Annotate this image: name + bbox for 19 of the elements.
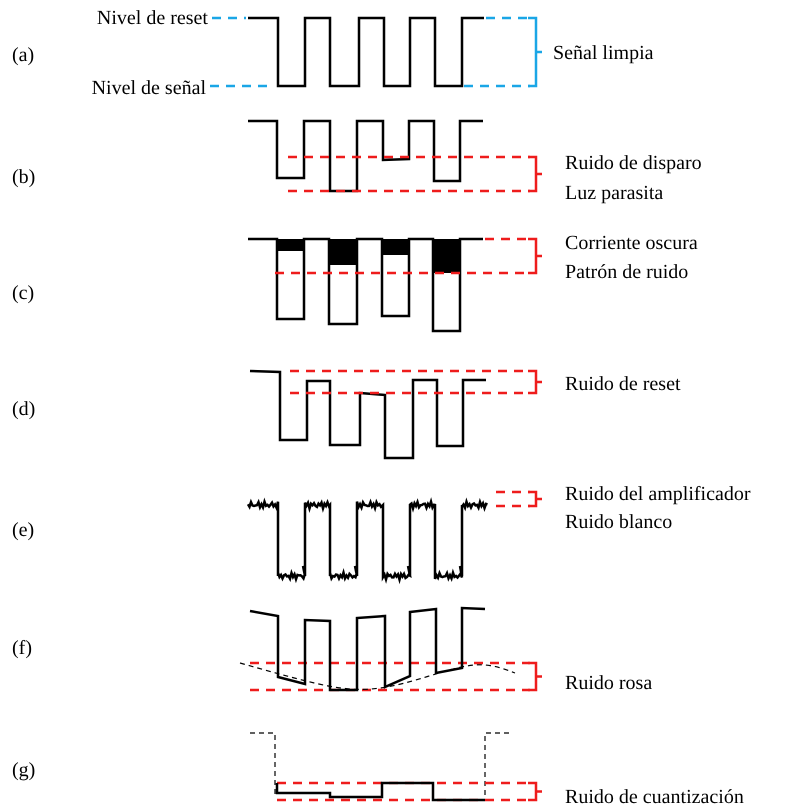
annotation-text: Ruido de reset xyxy=(565,373,681,395)
annotation-text: Ruido del amplificador xyxy=(565,483,751,505)
annotation-text: Ruido rosa xyxy=(565,672,652,694)
panel-label: (g) xyxy=(12,759,36,781)
annotation-text: Luz parasita xyxy=(565,182,664,204)
annotation-text: Patrón de ruido xyxy=(565,261,688,283)
annotation-text: Señal limpia xyxy=(553,42,654,64)
annotation-text: Ruido de disparo xyxy=(565,152,702,174)
panel-label: (b) xyxy=(12,166,36,188)
panel-label: (e) xyxy=(12,519,34,541)
panel-label: (c) xyxy=(12,282,34,304)
annotation-text: Nivel de señal xyxy=(92,77,206,99)
panel-label: (a) xyxy=(12,44,34,66)
annotation-text: Corriente oscura xyxy=(565,232,698,254)
panel-label: (f) xyxy=(12,637,32,659)
annotation-text: Ruido de cuantización xyxy=(565,786,744,808)
annotation-text: Ruido blanco xyxy=(565,511,672,533)
panel-label: (d) xyxy=(12,398,36,420)
annotation-text: Nivel de reset xyxy=(96,7,208,29)
